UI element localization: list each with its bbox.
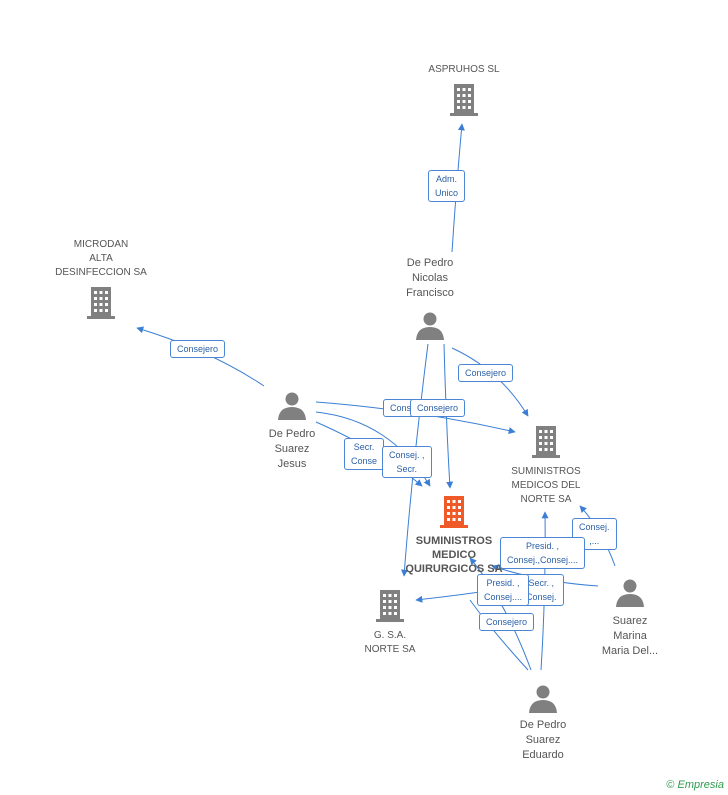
relation-label-consejero-mid[interactable]: Consejero — [410, 399, 466, 417]
node-label-line: Eduardo — [522, 749, 564, 761]
node-label-line: MEDICOS DEL — [511, 480, 581, 491]
relation-label-line: Consejero — [417, 403, 459, 413]
node-suarez-marina-maria-del[interactable]: Suarez Marina Maria Del... — [592, 578, 668, 659]
node-de-pedro-suarez-jesus[interactable]: De Pedro Suarez Jesus — [254, 391, 330, 472]
relation-label-consejero-eduardo[interactable]: Consejero — [479, 613, 535, 631]
node-label-line: De Pedro — [519, 719, 567, 731]
relation-label-line: Secr. , — [528, 578, 555, 588]
building-icon — [87, 287, 115, 319]
relation-label-line: Consej.,Consej.... — [507, 555, 579, 565]
node-label-line: Nicolas — [411, 272, 449, 284]
person-icon — [529, 685, 557, 713]
node-label-line: SUMINISTROS — [415, 535, 493, 547]
node-label-line: Marina — [613, 630, 647, 642]
relation-label-line: Adm. — [436, 174, 458, 184]
relation-label-line: Presid. , — [486, 578, 520, 588]
node-label-line: Francisco — [406, 287, 454, 299]
node-label-line: NORTE SA — [520, 494, 572, 505]
brand-name: Empresia — [677, 779, 724, 791]
node-label-line: Suarez — [274, 443, 310, 455]
relation-label-line: Secr. — [396, 464, 418, 474]
relation-label-line: ,... — [589, 536, 600, 546]
relation-label-presid-consej-2[interactable]: Presid. , Consej.... — [477, 574, 530, 606]
node-label-line: Maria Del... — [601, 645, 659, 657]
relation-label-line: Consej. , — [389, 450, 425, 460]
relation-label-line: Consej. — [579, 522, 610, 532]
building-icon — [440, 496, 468, 528]
node-de-pedro-nicolas-francisco[interactable]: De Pedro Nicolas Francisco — [392, 256, 468, 341]
relation-label-line: Consej.... — [484, 592, 523, 602]
node-label-line: DESINFECCION SA — [55, 267, 147, 278]
node-label-line: G. S.A. — [373, 630, 407, 641]
edge-nicolas-main — [443, 343, 454, 489]
brand-watermark: ©Empresia — [666, 779, 724, 791]
relation-label-presid-consej[interactable]: Presid. , Consej.,Consej.... — [500, 537, 586, 569]
relation-label-line: Consejero — [465, 368, 507, 378]
node-label-line: De Pedro — [268, 428, 316, 440]
node-label-line: SUMINISTROS — [511, 466, 581, 477]
relation-label-line: Secr. — [353, 442, 375, 452]
person-icon — [616, 579, 644, 607]
building-icon — [450, 84, 478, 116]
relation-label-line: Unico — [435, 188, 459, 198]
node-label-line: MEDICO — [432, 549, 476, 561]
edge-eduardo-main — [469, 557, 532, 671]
node-suministros-medicos-del-norte[interactable]: SUMINISTROS MEDICOS DEL NORTE SA — [500, 424, 592, 507]
node-de-pedro-suarez-eduardo[interactable]: De Pedro Suarez Eduardo — [505, 684, 581, 763]
person-icon — [278, 392, 306, 420]
relation-label-secr-conse[interactable]: Secr. Conse — [344, 438, 385, 470]
person-icon — [416, 312, 444, 340]
node-label-line: De Pedro — [406, 257, 454, 269]
relation-label-consej-secr[interactable]: Consej. , Secr. — [382, 446, 432, 478]
node-label-line: Jesus — [277, 458, 307, 470]
node-suministros-medico-quirurgicos[interactable]: SUMINISTROS MEDICO QUIRURGICOS SA — [396, 494, 512, 576]
relation-label-line: Conse — [390, 403, 417, 413]
relation-label-adm-unico[interactable]: Adm. Unico — [428, 170, 466, 202]
node-label-line: QUIRURGICOS SA — [405, 563, 503, 575]
node-label-line: ALTA — [89, 253, 113, 264]
node-microdan[interactable]: MICRODAN ALTA DESINFECCION SA — [46, 238, 156, 321]
node-label-line: NORTE SA — [364, 644, 416, 655]
node-label: ASPRUHOS SL — [428, 64, 500, 75]
relation-label-line: Conse — [351, 456, 378, 466]
relation-label-line: Consejero — [177, 344, 219, 354]
node-label-line: Suarez — [612, 615, 648, 627]
node-aspruhos-sl[interactable]: ASPRUHOS SL — [414, 63, 514, 118]
node-label-line: MICRODAN — [73, 239, 129, 250]
relation-label-line: Consejero — [486, 617, 528, 627]
node-g-sa-norte[interactable]: G. S.A. NORTE SA — [352, 588, 428, 657]
edge-eduardo-gsa-2 — [469, 599, 529, 671]
node-label-line: Suarez — [525, 734, 561, 746]
building-icon — [376, 590, 404, 622]
relation-label-consejero-nicolas[interactable]: Consejero — [458, 364, 514, 382]
relation-label-line: Consej. — [526, 592, 557, 602]
relation-label-line: Presid. , — [526, 541, 560, 551]
copyright-icon: © — [666, 779, 675, 791]
relation-label-consejero-microdan[interactable]: Consejero — [170, 340, 226, 358]
building-icon — [532, 426, 560, 458]
